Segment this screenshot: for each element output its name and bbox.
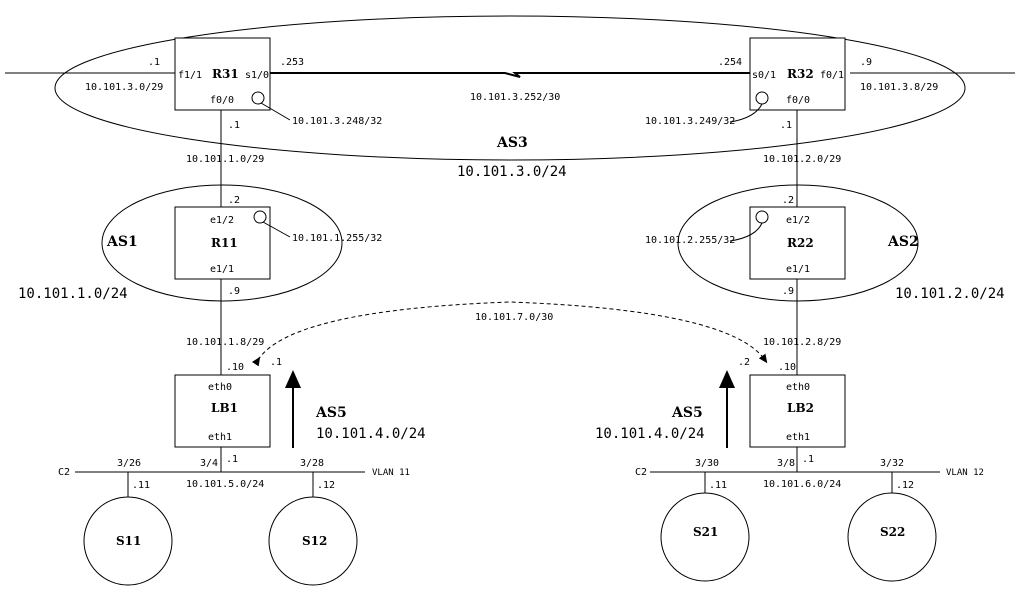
s11-name: S11 <box>116 534 141 548</box>
r31-down-ip: .1 <box>228 120 240 131</box>
s21-name: S21 <box>693 525 718 539</box>
lb1-port-top: eth0 <box>208 382 232 393</box>
r22-loopback: 10.101.2.255/32 <box>645 235 735 246</box>
r11-port-bottom: e1/1 <box>210 264 234 275</box>
lb2-port-top: eth0 <box>786 382 810 393</box>
lb-peer-link <box>251 301 768 367</box>
lb-peer-net: 10.101.7.0/30 <box>475 312 553 323</box>
vlan-left-switch: C2 <box>58 467 70 478</box>
r32-down-ip: .1 <box>780 120 792 131</box>
r32-port-left: s0/1 <box>752 70 776 81</box>
r11-name: R11 <box>211 236 238 250</box>
s22-ip: .12 <box>896 480 914 491</box>
r31-port-bottom: f0/0 <box>210 95 234 106</box>
r32-r22-net: 10.101.2.0/29 <box>763 154 841 165</box>
r32-port-bottom: f0/0 <box>786 95 810 106</box>
server-s22[interactable] <box>847 492 937 582</box>
lb2-name: LB2 <box>787 401 814 415</box>
r31-loopback: 10.101.3.248/32 <box>292 116 382 127</box>
as5-left-name: AS5 <box>315 405 347 421</box>
as3-name: AS3 <box>496 135 528 151</box>
r22-bottom-ip: .9 <box>782 286 794 297</box>
r31-left-ip: .1 <box>148 57 160 68</box>
r22-top-ip: .2 <box>782 195 794 206</box>
loadbalancer-lb1[interactable] <box>174 374 271 448</box>
vlan-right-switch: C2 <box>635 467 647 478</box>
vlan-right-port2: 3/8 <box>777 458 795 469</box>
lb2-bottom-ip: .1 <box>802 454 814 465</box>
s21-ip: .11 <box>709 480 727 491</box>
vlan-left-name: VLAN 11 <box>372 468 410 478</box>
s11-ip: .11 <box>132 480 150 491</box>
r22-loopback-leader <box>729 222 763 242</box>
lb2-port-bottom: eth1 <box>786 432 810 443</box>
r11-lb1-net: 10.101.1.8/29 <box>186 337 264 348</box>
vlan-left-port3: 3/28 <box>300 458 324 469</box>
serial-net: 10.101.3.252/30 <box>470 92 560 103</box>
r22-port-bottom: e1/1 <box>786 264 810 275</box>
loadbalancer-lb2[interactable] <box>749 374 846 448</box>
r11-loopback: 10.101.1.255/32 <box>292 233 382 244</box>
as2-boundary <box>677 184 919 302</box>
r32-right-ip: .9 <box>860 57 872 68</box>
router-r22[interactable] <box>749 206 846 280</box>
r11-port-top: e1/2 <box>210 215 234 226</box>
r31-port-right: s1/0 <box>245 70 269 81</box>
vlan-right-port3: 3/32 <box>880 458 904 469</box>
router-r31[interactable] <box>174 37 271 111</box>
r11-loopback-leader <box>262 221 291 238</box>
r32-right-net: 10.101.3.8/29 <box>860 82 938 93</box>
server-s12[interactable] <box>268 496 358 586</box>
vlan-left-net: 10.101.5.0/24 <box>186 479 264 490</box>
r31-r11-net: 10.101.1.0/29 <box>186 154 264 165</box>
lb1-bottom-ip: .1 <box>226 454 238 465</box>
r22-name: R22 <box>787 236 814 250</box>
r32-loopback: 10.101.3.249/32 <box>645 116 735 127</box>
r11-bottom-ip: .9 <box>228 286 240 297</box>
r31-left-net: 10.101.3.0/29 <box>85 82 163 93</box>
as1-boundary <box>101 184 343 302</box>
server-s21[interactable] <box>660 492 750 582</box>
r22-port-top: e1/2 <box>786 215 810 226</box>
vlan-right-net: 10.101.6.0/24 <box>763 479 841 490</box>
lb1-port-bottom: eth1 <box>208 432 232 443</box>
vlan-left-port2: 3/4 <box>200 458 218 469</box>
r32-left-ip: .254 <box>718 57 742 68</box>
vlan-right-name: VLAN 12 <box>946 468 984 478</box>
r11-top-ip: .2 <box>228 195 240 206</box>
as5-right-name: AS5 <box>671 405 703 421</box>
lb1-top-ip: .10 <box>226 362 244 373</box>
r32-loopback-leader <box>729 103 763 123</box>
r32-port-right: f0/1 <box>820 70 844 81</box>
lb2-top-ip: .10 <box>778 362 796 373</box>
lb1-peer-ip: .1 <box>270 357 282 368</box>
as1-name: AS1 <box>106 234 138 250</box>
r11-loopback-icon <box>253 210 267 224</box>
r31-loopback-leader <box>260 102 291 121</box>
as3-boundary <box>54 15 966 161</box>
r31-right-ip: .253 <box>280 57 304 68</box>
serial-link <box>270 72 750 78</box>
as3-net: 10.101.3.0/24 <box>457 164 567 180</box>
router-r32[interactable] <box>749 37 846 111</box>
r31-port-left: f1/1 <box>178 70 202 81</box>
r31-loopback-icon <box>251 91 265 105</box>
r32-name: R32 <box>787 67 814 81</box>
as5-left-net: 10.101.4.0/24 <box>316 426 426 442</box>
as5-right-net: 10.101.4.0/24 <box>595 426 705 442</box>
lb2-peer-ip: .2 <box>738 357 750 368</box>
as2-net: 10.101.2.0/24 <box>895 286 1005 302</box>
s12-ip: .12 <box>317 480 335 491</box>
vlan-left-port1: 3/26 <box>117 458 141 469</box>
r22-lb2-net: 10.101.2.8/29 <box>763 337 841 348</box>
vlan-right-port1: 3/30 <box>695 458 719 469</box>
s22-name: S22 <box>880 525 905 539</box>
s12-name: S12 <box>302 534 327 548</box>
as2-name: AS2 <box>887 234 919 250</box>
r31-name: R31 <box>212 67 239 81</box>
lb1-name: LB1 <box>211 401 238 415</box>
server-s11[interactable] <box>83 496 173 586</box>
as1-net: 10.101.1.0/24 <box>18 286 128 302</box>
